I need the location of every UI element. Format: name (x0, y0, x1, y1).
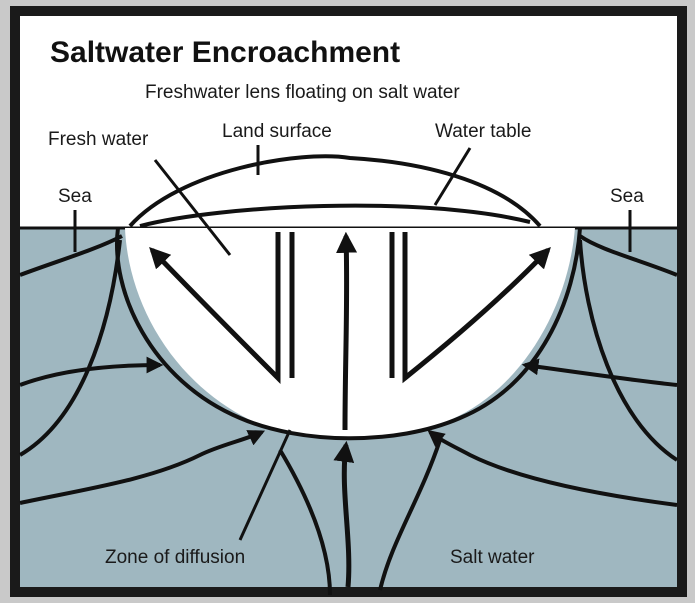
diagram-title: Saltwater Encroachment (50, 36, 400, 69)
label-sea-right: Sea (610, 186, 644, 207)
fresh-flow-arrow-center (345, 236, 347, 430)
diagram-subtitle: Freshwater lens floating on salt water (145, 82, 460, 103)
label-salt-water: Salt water (450, 547, 535, 568)
label-sea-left: Sea (58, 186, 92, 207)
label-land-surface: Land surface (222, 121, 332, 142)
label-fresh-water: Fresh water (48, 129, 149, 150)
label-water-table: Water table (435, 121, 531, 142)
label-zone-of-diffusion: Zone of diffusion (105, 547, 245, 568)
